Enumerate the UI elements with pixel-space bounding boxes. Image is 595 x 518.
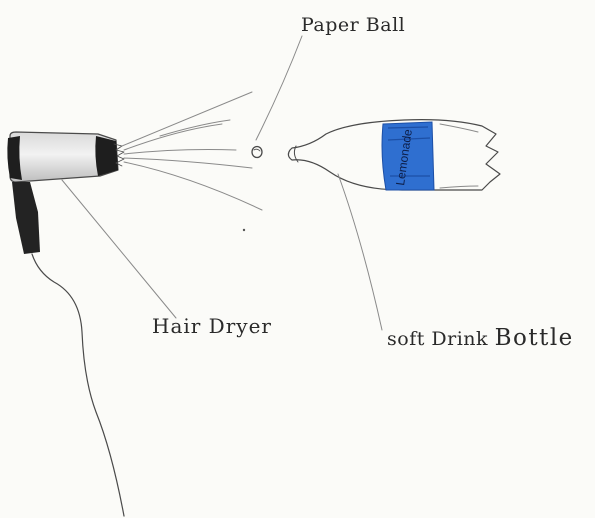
hair-dryer-leader-line — [62, 180, 176, 318]
hair-dryer-icon — [7, 132, 124, 516]
bottle-leader-line — [338, 174, 382, 330]
soft-drink-bottle-label: soft Drink Bottle — [387, 325, 574, 351]
air-flow-lines — [122, 92, 262, 210]
paper-ball-label: Paper Ball — [301, 14, 405, 36]
soft-drink-label-text: soft Drink — [387, 328, 488, 350]
pencil-dot — [243, 229, 245, 231]
bottle-label-word: Bottle — [495, 325, 574, 351]
soft-drink-bottle-icon: Lemonade — [288, 120, 500, 190]
paper-ball-leader-line — [256, 36, 302, 140]
paper-ball-icon — [252, 147, 262, 158]
hair-dryer-label: Hair Dryer — [152, 314, 272, 338]
